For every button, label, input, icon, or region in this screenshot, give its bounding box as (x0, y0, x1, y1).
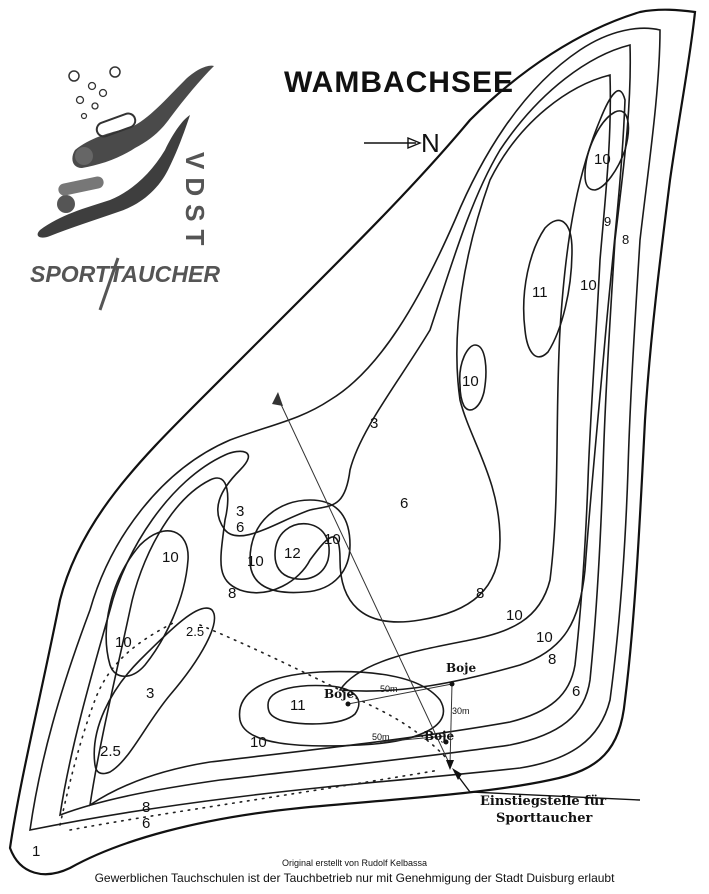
buoy-marker-3 (443, 739, 449, 745)
contour-2.5 (93, 607, 216, 775)
diver-icon-upper (72, 65, 214, 168)
depth-label: 10 (247, 553, 264, 570)
contour-10-center (249, 499, 351, 594)
north-arrow-head (407, 136, 422, 150)
logo-slash-mark (98, 257, 120, 311)
bubble-icon (91, 102, 99, 110)
logo-bottom-text: SPORTTAUCHER (30, 261, 220, 287)
contour-10-small (458, 344, 487, 411)
depth-label: 8 (228, 585, 236, 602)
route-line-north (277, 397, 451, 766)
distance-label: 50m (380, 684, 398, 694)
bubble-icon (109, 66, 121, 78)
depth-label: 10 (462, 373, 479, 390)
buoy-label: Boje (324, 687, 354, 701)
route-line-buoy (347, 683, 453, 705)
entry-label-line2: Sporttaucher (496, 811, 593, 826)
depth-label: 6 (400, 495, 408, 512)
depth-label-east-8: 8 (548, 651, 556, 668)
diver-head-icon (75, 147, 93, 165)
contour-10-west (105, 530, 189, 678)
depth-label: 10 (115, 634, 132, 651)
depth-label: 6 (572, 683, 580, 700)
depth-label: 11 (290, 697, 306, 714)
depth-label: 10 (580, 277, 597, 294)
contour-10-south (238, 670, 445, 747)
depth-label: 3 (370, 415, 378, 432)
bubble-icon (80, 112, 88, 120)
tank-icon (58, 176, 104, 196)
diver-head-icon (57, 195, 75, 213)
depth-label: 3 (146, 685, 154, 702)
entry-pointer-line (454, 771, 641, 801)
bubble-icon (75, 95, 85, 105)
depth-label: 6 (142, 815, 150, 832)
buoy-marker-2 (345, 701, 351, 707)
depth-label: 2.5 (186, 624, 204, 639)
north-label: N (421, 128, 440, 158)
buoy-label: Boje (446, 661, 476, 675)
depth-label: 3 (236, 503, 244, 520)
route-line-east (449, 683, 453, 766)
contour-11-north (522, 219, 573, 358)
entry-pointer-arrow (452, 768, 462, 780)
depth-label: 12 (284, 545, 301, 562)
dotted-trail-south (69, 769, 441, 831)
credit-permission-notice: Gewerblichen Tauchschulen ist der Tauchb… (94, 871, 615, 885)
contour-3 (29, 27, 661, 832)
buoy-marker-1 (449, 681, 455, 687)
depth-label: 8 (476, 585, 484, 602)
contour-12 (274, 523, 330, 580)
depth-label: 10 (324, 531, 341, 548)
diver-icon-lower (37, 115, 190, 238)
depth-label: 11 (532, 284, 548, 301)
distance-label: 30m (452, 706, 470, 716)
shoreline (8, 8, 697, 876)
depth-label: 10 (594, 151, 611, 168)
depth-label-east-10: 10 (536, 629, 553, 646)
depth-label: 10 (162, 549, 179, 566)
contour-10-north (338, 89, 626, 692)
depth-label: 10 (250, 734, 267, 751)
contour-6 (59, 43, 632, 817)
bubble-icon (68, 70, 80, 82)
depth-label: 8 (622, 232, 629, 247)
vdst-logo: VDST SPORTTAUCHER (30, 65, 220, 311)
bubble-icon (98, 88, 108, 98)
route-line-buoy2 (379, 735, 447, 743)
contour-11-south (267, 684, 360, 725)
depth-label: 9 (604, 214, 611, 229)
map-title: WAMBACHSEE (284, 66, 514, 99)
dotted-trail-center (199, 624, 449, 761)
bubble-icon (87, 81, 97, 91)
depth-label: 2.5 (100, 743, 121, 760)
buoy-label: Boje (424, 729, 454, 743)
depth-label: 8 (142, 799, 150, 816)
depth-label: 10 (506, 607, 523, 624)
credit-original-author: Original erstellt von Rudolf Kelbassa (281, 858, 428, 868)
distance-label: 50m (372, 732, 390, 742)
contour-8 (88, 73, 612, 807)
route-arrowhead (272, 392, 283, 406)
dotted-trail-west (59, 621, 176, 826)
contour-10-top (584, 110, 630, 191)
tank-icon (95, 112, 137, 138)
logo-vertical-text: VDST (180, 152, 210, 253)
entry-label-line1: Einstiegstelle für (480, 794, 606, 809)
depth-label: 1 (32, 843, 40, 860)
depth-label: 6 (236, 519, 244, 536)
entry-point-icon (446, 760, 454, 770)
